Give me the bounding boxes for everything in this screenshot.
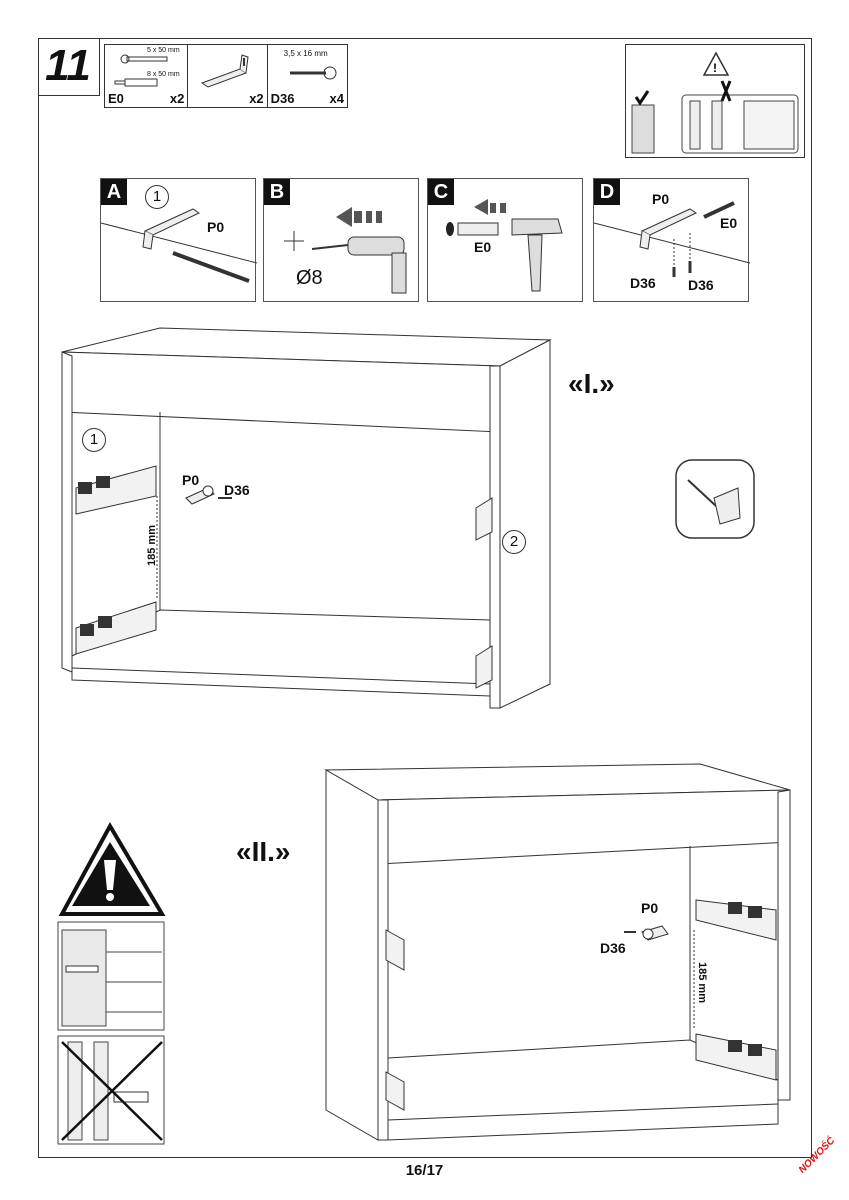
view-2-p0: P0 bbox=[641, 900, 659, 916]
view-1-circle-2: 2 bbox=[502, 530, 526, 554]
part-p0: x2 bbox=[188, 45, 268, 107]
cross-icon bbox=[720, 80, 732, 102]
panel-d-letter: D bbox=[594, 179, 620, 205]
drill-illustration bbox=[284, 207, 407, 294]
panel-d-d36b: D36 bbox=[688, 277, 714, 293]
view-2-dimension: 185 mm bbox=[696, 962, 708, 1003]
dustpan-icon bbox=[675, 459, 755, 539]
screw-icon bbox=[289, 66, 337, 80]
panel-d-e0: E0 bbox=[720, 215, 738, 231]
page-number: 16/17 bbox=[405, 1162, 444, 1179]
page-frame bbox=[38, 38, 812, 1158]
part-e0: 5 x 50 mm 8 x 50 mm E0 x2 bbox=[105, 45, 189, 107]
wall-type-illustration: ! bbox=[631, 51, 799, 154]
runner-left-top bbox=[75, 465, 157, 515]
panel-d-d36a: D36 bbox=[630, 275, 656, 291]
bracket-icon bbox=[201, 54, 249, 88]
runner-left-bottom bbox=[75, 601, 157, 655]
view-1-circle-1: 1 bbox=[82, 428, 106, 452]
screw-and-plug-icon bbox=[114, 54, 168, 87]
panel-c-e0: E0 bbox=[474, 239, 492, 255]
runner-left-top-2 bbox=[385, 929, 405, 971]
svg-text:!: ! bbox=[713, 61, 717, 75]
view-2-d36: D36 bbox=[600, 940, 626, 956]
check-icon bbox=[634, 90, 650, 106]
panel-b: B Ø8 bbox=[263, 178, 419, 302]
panel-a: A 1 P0 bbox=[100, 178, 258, 302]
panel-d-p0: P0 bbox=[652, 191, 670, 207]
panel-b-diameter: Ø8 bbox=[296, 267, 323, 289]
warning-triangle-icon bbox=[702, 51, 730, 76]
panel-a-letter: A bbox=[101, 179, 127, 205]
panel-a-p0: P0 bbox=[207, 219, 225, 235]
runner-right-top bbox=[475, 497, 493, 541]
panel-a-circle: 1 bbox=[145, 185, 169, 209]
part-d36: 3,5 x 16 mm D36 x4 bbox=[268, 45, 347, 107]
e0-qty: x2 bbox=[169, 91, 185, 106]
wall-warning-column bbox=[57, 821, 166, 1145]
view-1-p0: P0 bbox=[182, 472, 200, 488]
e0-size-1: 5 x 50 mm bbox=[147, 47, 180, 54]
parts-list: 5 x 50 mm 8 x 50 mm E0 x2 x2 3,5 x 16 mm… bbox=[104, 44, 348, 108]
panel-c: C E0 bbox=[427, 178, 583, 302]
step-number-box: 11 bbox=[38, 38, 100, 96]
panel-c-letter: C bbox=[428, 179, 454, 205]
runner-right-bottom bbox=[475, 645, 493, 689]
step-number: 11 bbox=[45, 41, 91, 90]
panel-d: D P0 E0 D36 D36 bbox=[593, 178, 751, 302]
drill-icon bbox=[311, 236, 407, 294]
d36-qty: x4 bbox=[329, 91, 344, 106]
pencil-icon bbox=[172, 251, 250, 283]
view-2-label: «II.» bbox=[236, 836, 291, 867]
cross-icon bbox=[61, 1041, 163, 1141]
hammer-plug-illustration bbox=[446, 199, 563, 292]
p0-qty: x2 bbox=[249, 91, 264, 106]
wall-plug-icon bbox=[446, 222, 454, 236]
e0-code: E0 bbox=[108, 91, 124, 106]
wall-warning-box: ! bbox=[625, 44, 805, 158]
mark-bracket-illustration bbox=[100, 208, 258, 283]
view-1-d36: D36 bbox=[224, 482, 250, 498]
runner-left-bottom-2 bbox=[385, 1071, 405, 1111]
view-1-label: «I.» bbox=[568, 368, 615, 399]
d36-size: 3,5 x 16 mm bbox=[283, 49, 328, 58]
hammer-icon bbox=[511, 218, 563, 292]
d36-code: D36 bbox=[270, 91, 295, 106]
e0-size-2: 8 x 50 mm bbox=[147, 71, 180, 78]
panel-b-letter: B bbox=[264, 179, 290, 205]
fix-bracket-illustration bbox=[593, 201, 751, 277]
